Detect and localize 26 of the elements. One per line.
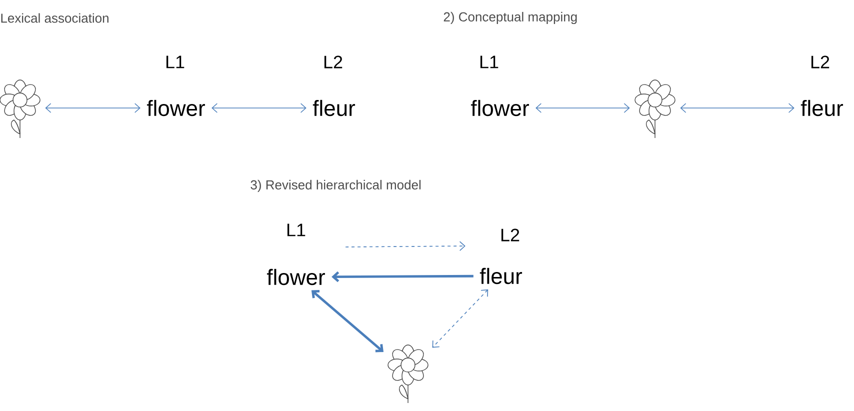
word: flower (146, 100, 205, 116)
language-label: L2 (501, 228, 520, 242)
section-title: 2) Conceptual mapping (444, 12, 577, 24)
arrow (680, 103, 794, 113)
flower-drawing (634, 80, 676, 138)
language-label: L2 (811, 56, 830, 68)
arrow (332, 271, 474, 282)
language-label: L1 (287, 224, 306, 236)
language-label: L1 (480, 56, 498, 68)
section-title: 3) Revised hierarchical model (250, 180, 421, 192)
language-label: L2 (324, 56, 342, 68)
arrow (212, 103, 306, 113)
flower-drawing (0, 80, 40, 138)
word: fleur (312, 100, 356, 116)
dashed-arrow (432, 289, 488, 348)
word: flower (470, 100, 529, 116)
flower-drawing (388, 344, 428, 404)
arrow (311, 290, 384, 352)
language-label: L1 (166, 56, 184, 68)
word: fleur (480, 268, 522, 284)
section-title: Lexical association (1, 13, 108, 23)
word: flower (266, 268, 325, 286)
arrow (536, 103, 630, 113)
word: fleur (800, 100, 844, 116)
dashed-arrow (345, 241, 466, 251)
arrow (45, 103, 140, 113)
